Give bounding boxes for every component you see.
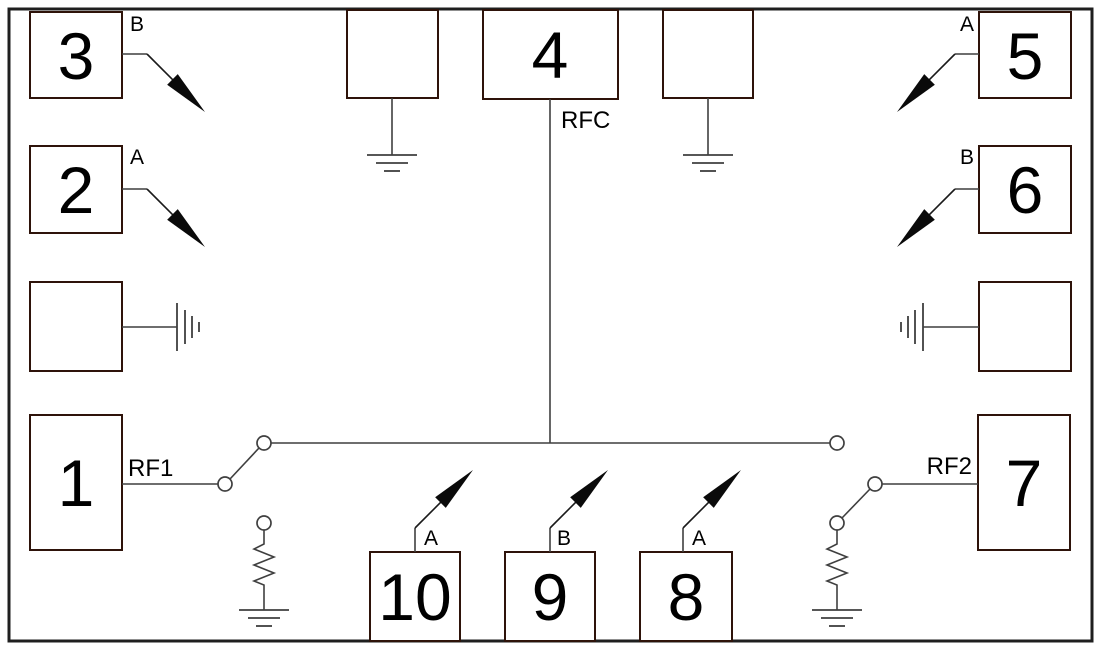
earth-ground-icon <box>238 609 290 627</box>
pin-10: 10 A <box>369 463 480 642</box>
rf2-port-label: RF2 <box>927 453 972 480</box>
pin-10-control-label: A <box>424 527 438 550</box>
pin-6-control-arrow-icon <box>890 182 962 254</box>
pin-8-number: 8 <box>668 560 705 634</box>
termination-resistor <box>253 529 275 591</box>
pin-6: 6 B <box>890 145 1072 254</box>
pin-8-box <box>639 551 733 642</box>
pin-7: 7 RF2 <box>882 414 1071 551</box>
pin-4: 4 RFC <box>482 9 619 443</box>
termination-resistor <box>826 529 848 591</box>
side-ground-icon <box>176 302 200 352</box>
pin-8-control-arrow-icon <box>676 463 748 535</box>
pin-2-control-label: A <box>130 146 144 169</box>
rf2-pole-node <box>867 476 883 492</box>
rf1-termination-node <box>256 515 272 531</box>
pin-10-number: 10 <box>378 560 451 634</box>
pin-3: 3 B <box>29 11 212 119</box>
pin-7-number: 7 <box>1006 446 1043 520</box>
pin-9-control-arrow-icon <box>543 463 615 535</box>
pin-4-number: 4 <box>532 18 569 92</box>
earth-ground-icon <box>366 154 418 172</box>
rf2-switch-blade <box>841 488 871 519</box>
rf2-termination-node <box>829 515 845 531</box>
bus-node-right <box>829 435 845 451</box>
rf1-switch <box>217 447 290 627</box>
pin-3-box <box>29 11 123 99</box>
rf2-switch <box>811 476 883 627</box>
pin-3-control-arrow-icon <box>140 47 212 119</box>
rf1-port-label: RF1 <box>128 455 173 482</box>
right-ground-pin-box <box>978 281 1072 372</box>
pin-1-number: 1 <box>58 446 95 520</box>
pin-5: 5 A <box>890 11 1072 119</box>
pin-7-box <box>977 414 1071 551</box>
side-ground-icon <box>900 302 924 352</box>
pin-5-box <box>978 11 1072 99</box>
earth-ground-icon <box>682 154 734 172</box>
pin-8-control-label: A <box>692 527 706 550</box>
pin-6-control-label: B <box>960 146 974 169</box>
rf1-switch-blade <box>229 447 260 480</box>
rfc-port-label: RFC <box>561 107 610 134</box>
pin-5-control-label: A <box>960 13 974 36</box>
earth-ground-icon <box>811 609 863 627</box>
pin-2: 2 A <box>29 145 212 254</box>
pin-1-box <box>29 414 123 551</box>
right-ground-pin <box>900 281 1072 372</box>
pin-9-box <box>504 551 596 642</box>
rf-bus <box>256 435 845 451</box>
pin-4-box <box>482 9 619 100</box>
pin-10-box <box>369 551 461 642</box>
pin-2-number: 2 <box>58 153 95 227</box>
top-ground-pin-right-box <box>662 9 754 99</box>
pin-3-number: 3 <box>58 19 95 93</box>
pin-9-control-label: B <box>557 527 571 550</box>
pin-6-number: 6 <box>1007 153 1044 227</box>
pin-9: 9 B <box>504 463 615 642</box>
pin-5-control-arrow-icon <box>890 47 962 119</box>
top-ground-pin-left-box <box>346 9 439 99</box>
pin-5-number: 5 <box>1007 19 1044 93</box>
bus-node-left <box>256 435 272 451</box>
pin-3-control-label: B <box>130 13 144 36</box>
pin-1: 1 RF1 <box>29 414 218 551</box>
pin-8: 8 A <box>639 463 748 642</box>
pin-2-control-arrow-icon <box>140 182 212 254</box>
top-ground-pin-left <box>346 9 439 172</box>
left-ground-pin-box <box>29 281 123 372</box>
left-ground-pin <box>29 281 200 372</box>
top-ground-pin-right <box>662 9 754 172</box>
pin-9-number: 9 <box>532 560 569 634</box>
pin-6-box <box>978 145 1072 234</box>
rf1-pole-node <box>217 476 233 492</box>
pin-10-control-arrow-icon <box>408 463 480 535</box>
